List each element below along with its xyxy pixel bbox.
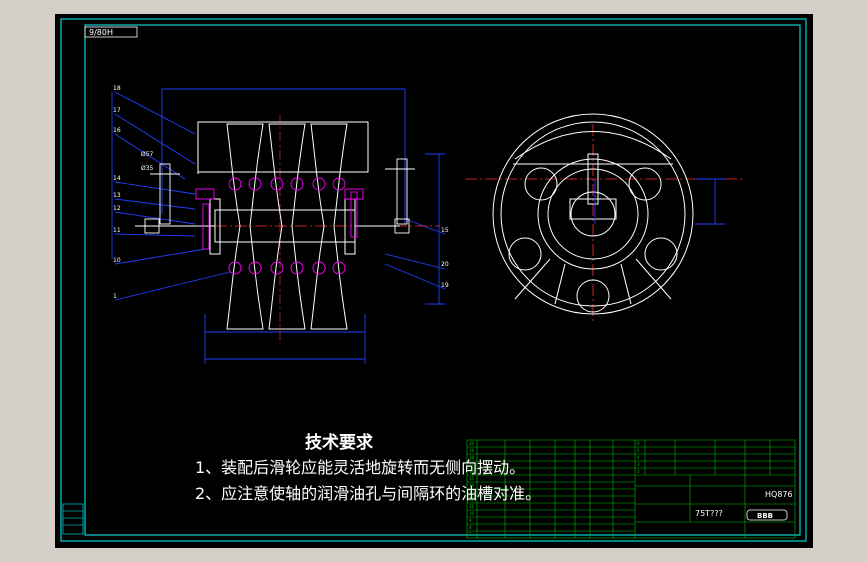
svg-text:9: 9 bbox=[469, 518, 472, 523]
cad-drawing: 9/80H bbox=[60, 18, 807, 542]
housing-outline bbox=[165, 121, 400, 255]
top-left-code: 9/80H bbox=[89, 28, 113, 37]
svg-text:11: 11 bbox=[113, 227, 121, 234]
svg-text:17: 17 bbox=[113, 107, 121, 114]
svg-text:17: 17 bbox=[469, 462, 475, 467]
svg-text:19: 19 bbox=[469, 448, 475, 453]
side-dimensions bbox=[594, 178, 725, 225]
svg-text:11: 11 bbox=[469, 504, 475, 509]
sheave-disc bbox=[492, 113, 694, 315]
svg-text:19: 19 bbox=[441, 282, 449, 289]
svg-text:10: 10 bbox=[469, 511, 475, 516]
svg-text:15: 15 bbox=[441, 227, 449, 234]
svg-text:5: 5 bbox=[637, 448, 640, 453]
tech-requirement-1: 1、装配后滑轮应能灵活地旋转而无侧向摆动。 bbox=[195, 458, 526, 477]
bearings bbox=[195, 177, 364, 275]
svg-text:13: 13 bbox=[113, 192, 121, 199]
sheave-group bbox=[226, 123, 348, 330]
svg-text:18: 18 bbox=[113, 85, 121, 92]
drawing-canvas: 9/80H bbox=[55, 14, 813, 548]
svg-text:2: 2 bbox=[637, 469, 640, 474]
svg-text:18: 18 bbox=[469, 455, 475, 460]
svg-text:20: 20 bbox=[469, 441, 475, 446]
tech-requirement-2: 2、应注意使轴的润滑油孔与间隔环的油槽对准。 bbox=[195, 484, 542, 503]
outer-frame bbox=[60, 18, 807, 542]
svg-text:Ø57: Ø57 bbox=[141, 151, 154, 158]
svg-text:7: 7 bbox=[469, 532, 472, 537]
dimension-lines bbox=[111, 88, 446, 364]
svg-text:13: 13 bbox=[469, 490, 475, 495]
svg-text:Ø35: Ø35 bbox=[141, 165, 154, 172]
svg-text:12: 12 bbox=[469, 497, 475, 502]
svg-text:14: 14 bbox=[469, 483, 475, 488]
svg-text:12: 12 bbox=[113, 205, 121, 212]
svg-text:8: 8 bbox=[469, 525, 472, 530]
svg-text:16: 16 bbox=[113, 127, 121, 134]
svg-text:6: 6 bbox=[637, 441, 640, 446]
model-number: HQ876 bbox=[765, 490, 793, 499]
company-logo bbox=[746, 509, 788, 521]
svg-text:14: 14 bbox=[113, 175, 121, 182]
tech-requirements-title: 技术要求 bbox=[305, 433, 373, 453]
svg-text:20: 20 bbox=[441, 261, 449, 268]
svg-text:3: 3 bbox=[637, 462, 640, 467]
parts-table bbox=[466, 439, 796, 539]
code-box bbox=[84, 26, 138, 38]
side-hangers bbox=[135, 158, 415, 234]
svg-text:10: 10 bbox=[113, 257, 121, 264]
left-stamp-table bbox=[62, 503, 84, 535]
inner-frame bbox=[84, 24, 801, 536]
svg-text:1: 1 bbox=[113, 293, 117, 300]
svg-text:15: 15 bbox=[469, 476, 475, 481]
company-logo-text: BBB bbox=[757, 512, 773, 520]
parts-table-entries: 20 19 18 17 16 15 14 13 12 11 10 9 8 7 6 5 4 3 2 bbox=[469, 441, 640, 537]
side-view bbox=[465, 113, 745, 324]
part-number: 75T??? bbox=[695, 509, 723, 518]
svg-text:4: 4 bbox=[637, 455, 640, 460]
svg-text:16: 16 bbox=[469, 469, 475, 474]
